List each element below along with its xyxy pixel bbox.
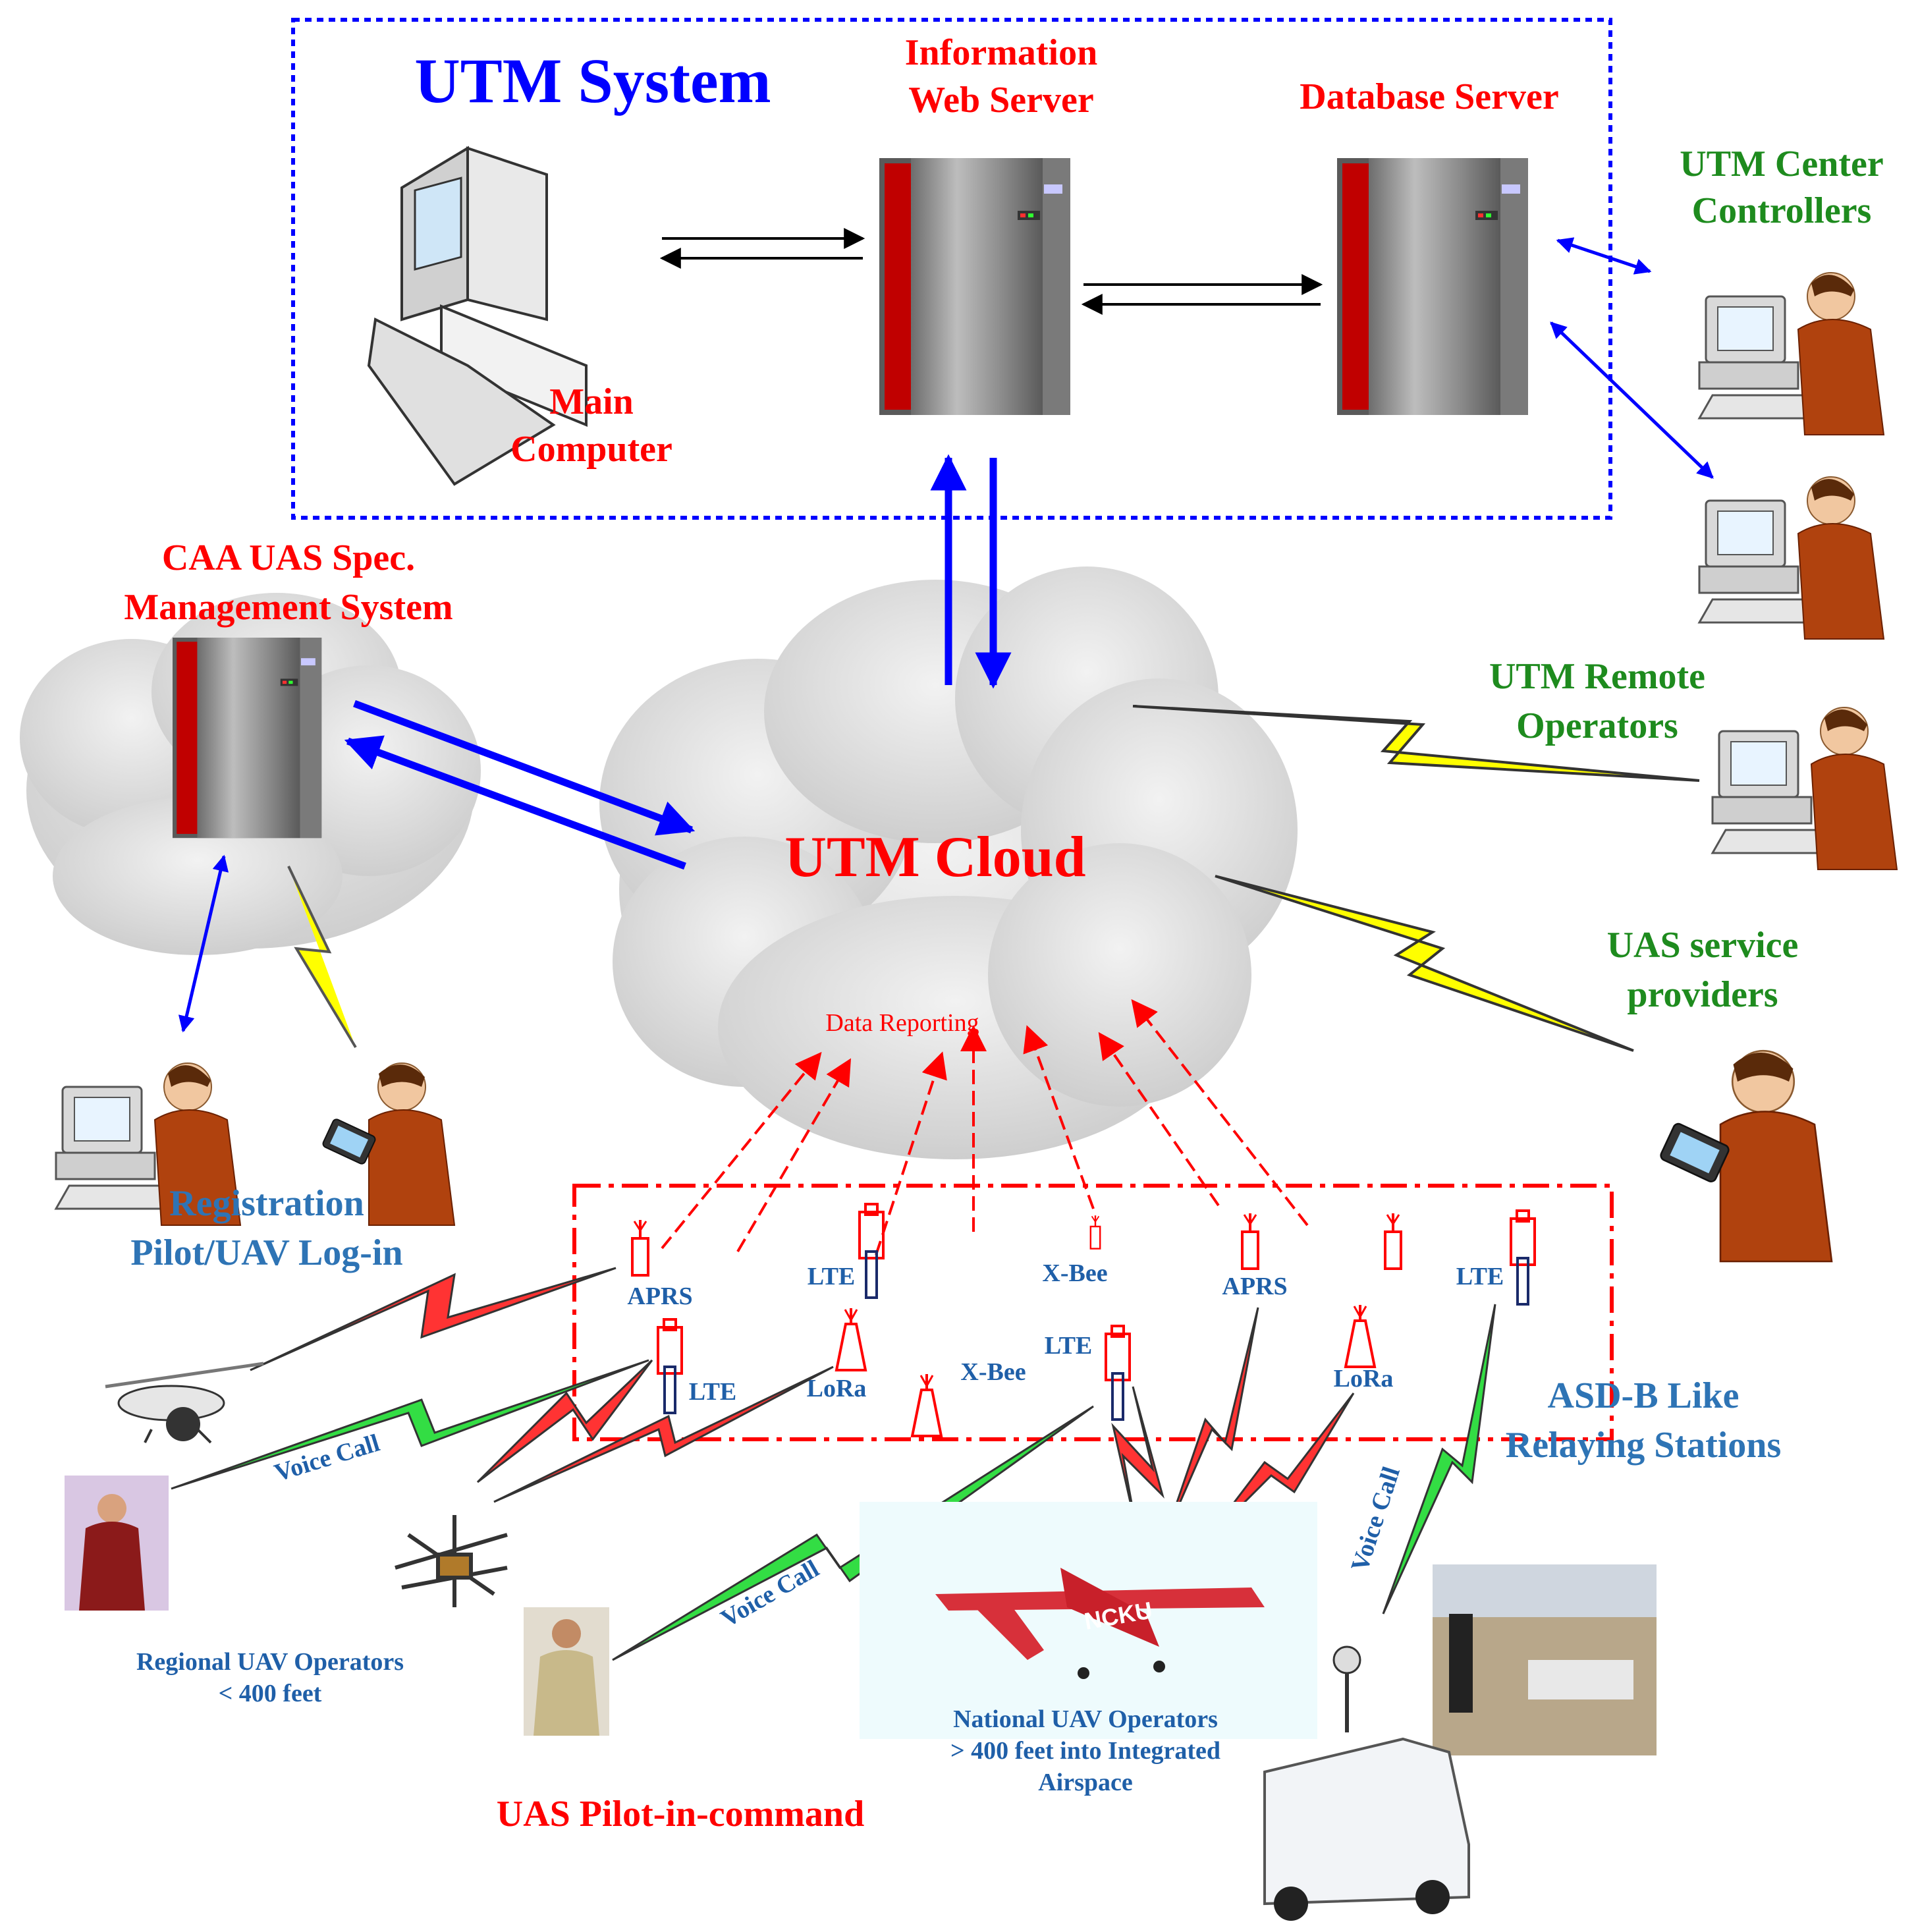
arrow-cloud-to-caa [344, 735, 686, 870]
info-server-label-1: Information [905, 32, 1097, 73]
main-computer-label-1: Main [549, 381, 634, 422]
multirotor-uav-icon [395, 1515, 508, 1607]
registration-label-2: Pilot/UAV Log-in [130, 1232, 402, 1273]
aprs-antenna-1-icon [631, 1219, 649, 1277]
data-reporting-label: Data Reporting [825, 1009, 979, 1037]
center-controller-2-icon [1698, 476, 1885, 640]
remote-operators-label-2: Operators [1516, 705, 1678, 746]
aprs-label-2: APRS [1222, 1273, 1287, 1300]
national-operators-label-2: > 400 feet into Integrated [950, 1737, 1220, 1765]
lightning-cloud-remote-operators [1132, 705, 1700, 782]
main-computer-icon [367, 146, 588, 486]
regional-operator-photo [65, 1476, 169, 1611]
center-controller-1-icon [1698, 271, 1885, 436]
arrow-db-controller-2 [1550, 321, 1714, 479]
relay-stations-label-2: Relaying Stations [1506, 1425, 1782, 1466]
lora-label-2: LoRa [1334, 1365, 1394, 1393]
national-uav-background [860, 1502, 1317, 1739]
field-operations-photo [1433, 1564, 1657, 1755]
service-providers-label-2: providers [1627, 974, 1778, 1015]
lightning-caa-tablet [287, 866, 357, 1049]
lte-label-3: LTE [689, 1378, 737, 1406]
info-server-label-2: Web Server [908, 80, 1093, 121]
arrow-caa-registration [178, 854, 229, 1033]
lte-label-1: LTE [808, 1263, 856, 1290]
lte-antenna-1-icon [858, 1203, 885, 1299]
database-server-icon [1337, 158, 1528, 415]
pilot-in-command-label: UAS Pilot-in-command [497, 1794, 864, 1835]
national-operators-label-3: Airspace [1038, 1769, 1133, 1796]
aprs-antenna-2-icon [1241, 1212, 1259, 1270]
center-controllers-label-2: Controllers [1692, 190, 1872, 231]
data-reporting-arrows [661, 999, 1309, 1256]
xbee-antenna-1-icon [1089, 1215, 1101, 1250]
regional-operators-label-1: Regional UAV Operators [136, 1648, 404, 1676]
remote-operator-icon [1711, 706, 1898, 871]
national-operators-label-1: National UAV Operators [953, 1705, 1218, 1733]
lora-label-1: LoRa [807, 1375, 867, 1402]
pilot-in-command-photo [524, 1607, 609, 1736]
arrow-caa-to-cloud [353, 700, 696, 836]
utm-system-title: UTM System [414, 45, 771, 116]
arrow-db-controller-1 [1556, 237, 1652, 275]
lte-antenna-3-icon [657, 1318, 683, 1414]
service-provider-tablet-user-icon [1658, 1049, 1833, 1263]
caa-server-icon [173, 638, 322, 839]
support-van-icon [1263, 1645, 1470, 1921]
utm-cloud-label: UTM Cloud [784, 825, 1085, 889]
xbee-antenna-2-icon [911, 1373, 943, 1437]
regional-operators-label-2: < 400 feet [219, 1680, 322, 1707]
service-providers-label-1: UAS service [1607, 925, 1799, 966]
lte-label-2: LTE [1456, 1263, 1504, 1290]
voice-call-label-3: Voice Call [1346, 1464, 1406, 1575]
information-web-server-icon [879, 158, 1070, 415]
registration-label-1: Registration [169, 1183, 364, 1224]
antenna-icon [1384, 1212, 1402, 1270]
xbee-label-2: X-Bee [960, 1358, 1026, 1386]
caa-label-2: Management System [124, 587, 452, 628]
database-server-label: Database Server [1300, 76, 1558, 117]
relay-stations-label-1: ASD-B Like [1548, 1375, 1740, 1416]
remote-operators-label-1: UTM Remote [1489, 656, 1705, 697]
lte-antenna-2-icon [1510, 1209, 1536, 1306]
utm-cloud [599, 566, 1298, 1159]
lte-antenna-4-icon [1105, 1325, 1131, 1421]
fixed-wing-uav-icon: NCKU [935, 1568, 1265, 1679]
helicopter-uav-icon [105, 1362, 264, 1444]
center-controllers-label-1: UTM Center [1680, 144, 1883, 184]
voice-call-links [171, 1304, 1496, 1661]
caa-label-1: CAA UAS Spec. [162, 538, 415, 578]
lora-antenna-2-icon [1344, 1304, 1376, 1368]
lte-label-4: LTE [1045, 1332, 1093, 1360]
lightning-cloud-service-providers [1215, 875, 1634, 1052]
main-computer-label-2: Computer [510, 429, 672, 470]
relay-stations-boundary [572, 1184, 1614, 1441]
lora-antenna-1-icon [835, 1307, 867, 1371]
xbee-label-1: X-Bee [1042, 1259, 1107, 1287]
aprs-label-1: APRS [627, 1283, 692, 1310]
